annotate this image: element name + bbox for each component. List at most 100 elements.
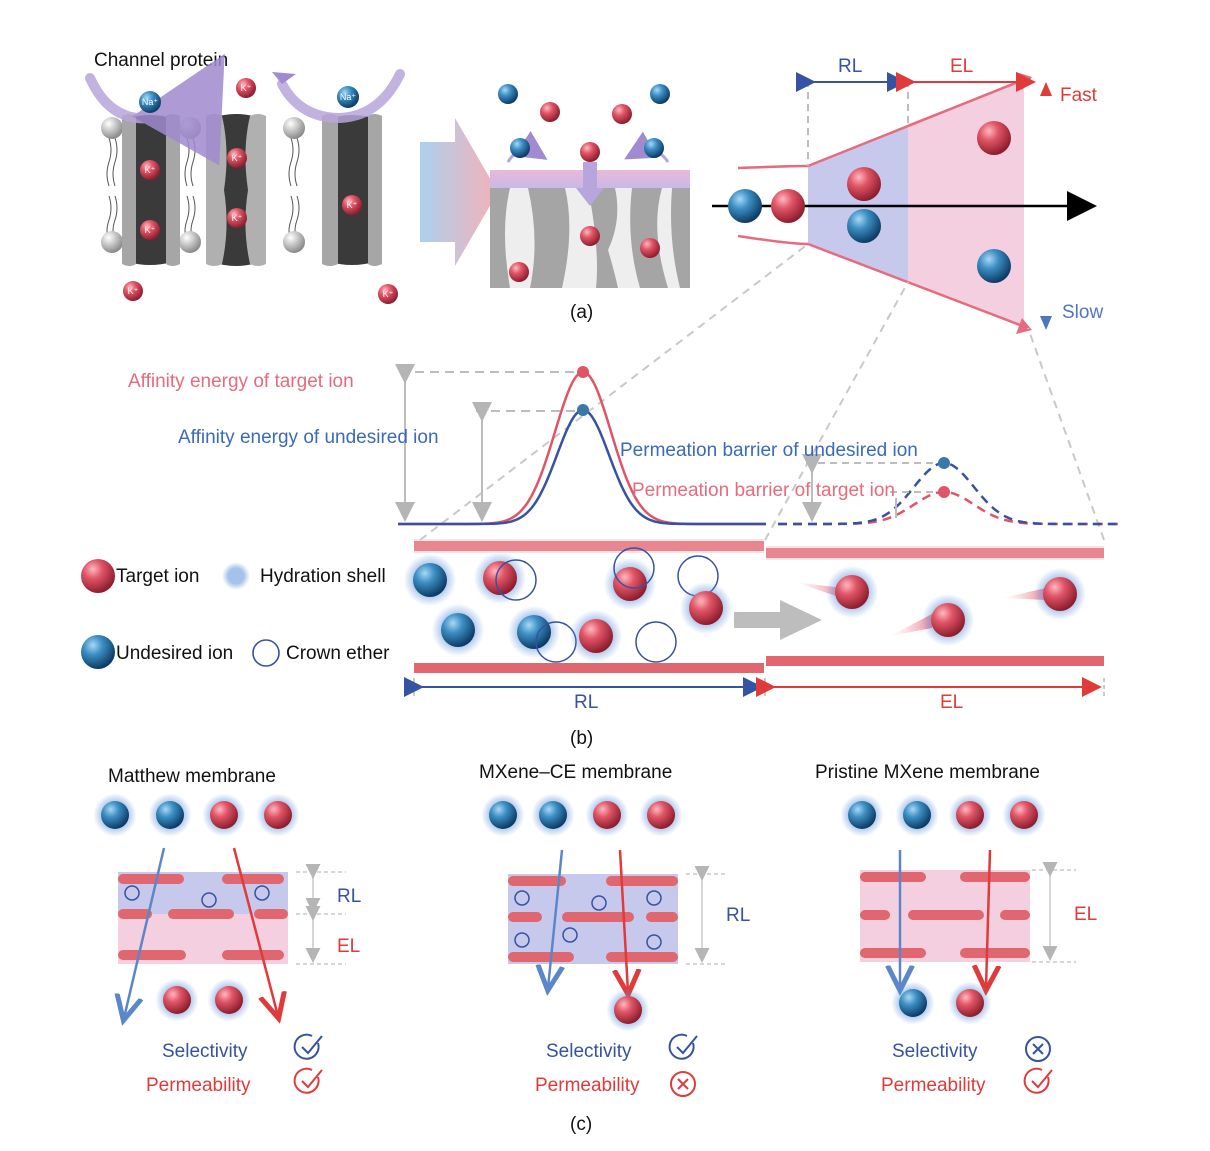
channel-el-label: EL (940, 692, 963, 713)
membrane-2-permeability: Permeability (535, 1075, 640, 1096)
svg-text:K⁺: K⁺ (383, 289, 394, 299)
target-ion (569, 609, 623, 663)
membrane-ions (498, 84, 670, 282)
target-ion (640, 238, 660, 258)
target-ion: K⁺ (342, 195, 362, 215)
transition-arrow (420, 118, 498, 266)
membrane-2-selectivity-check-icon (668, 1033, 698, 1060)
hydration-shell-icon (222, 562, 250, 590)
affinity-undesired-label: Affinity energy of undesired ion (178, 427, 439, 448)
target-ion (603, 557, 657, 611)
membrane-1-selectivity: Selectivity (162, 1041, 248, 1062)
ion-exit-arrow-2 (277, 69, 405, 124)
slow-label: Slow (1062, 302, 1103, 323)
svg-text:K⁺: K⁺ (145, 225, 156, 235)
panel-a: Channel protein Na⁺K⁺Na⁺K⁺K⁺K⁺K⁺K⁺K⁺K⁺ (85, 50, 1103, 334)
legend-hydration-shell: Hydration shell (260, 566, 386, 587)
rl-bottom-wall (414, 663, 764, 673)
channel-ions (403, 547, 1087, 663)
el-bottom-wall (766, 656, 1104, 666)
channel-rl-label: RL (574, 692, 598, 713)
target-ion: K⁺ (140, 220, 160, 240)
panel-c: Matthew membrane MXene–CE membrane Prist… (93, 762, 1097, 1135)
undesired-ion (895, 793, 939, 837)
target-ion (948, 981, 992, 1025)
target-ion (81, 559, 115, 593)
undesired-ion (93, 793, 137, 837)
funnel-el-label: EL (950, 56, 973, 77)
undesired-ion (644, 138, 664, 158)
legend-undesired-ion: Undesired ion (116, 643, 233, 664)
zoom-line-left (419, 243, 809, 541)
panel-a-ions: Na⁺K⁺Na⁺K⁺K⁺K⁺K⁺K⁺K⁺K⁺ (123, 78, 398, 304)
membrane-3-title: Pristine MXene membrane (815, 762, 1040, 783)
crown-ether-icon (252, 639, 280, 667)
target-ion (679, 581, 733, 635)
undesired-ion: Na⁺ (139, 91, 161, 113)
undesired-ion: Na⁺ (337, 86, 359, 108)
target-ion: K⁺ (227, 148, 247, 168)
membrane-2-selectivity: Selectivity (546, 1041, 632, 1062)
target-ion (639, 793, 683, 837)
undesired-ion (531, 793, 575, 837)
undesired-ion (403, 553, 457, 607)
undesired-peak-marker (577, 404, 589, 416)
membrane-1-title: Matthew membrane (108, 766, 276, 787)
undesired-ion (840, 793, 884, 837)
target-ion: K⁺ (227, 208, 247, 228)
undesired-ion (510, 138, 530, 158)
undesired-ion (507, 605, 561, 659)
membrane-1-permeability-check-icon (293, 1067, 323, 1094)
target-barrier-marker (938, 486, 950, 498)
target-ion: K⁺ (236, 78, 256, 98)
target-ion (202, 793, 246, 837)
target-ion (509, 262, 529, 282)
target-ion (580, 226, 600, 246)
target-ion (540, 102, 560, 122)
barrier-target-label: Permeation barrier of target ion (632, 480, 895, 501)
ion-exit-arrow-1 (85, 53, 225, 166)
crown-ether (495, 559, 537, 601)
svg-text:K⁺: K⁺ (232, 213, 243, 223)
undesired-ion (650, 84, 670, 104)
legend-target-ion: Target ion (116, 566, 199, 587)
target-ion: K⁺ (378, 284, 398, 304)
undesired-ion (148, 793, 192, 837)
affinity-target-label: Affinity energy of target ion (128, 371, 354, 392)
undesired-ion (977, 249, 1011, 283)
target-peak-marker (577, 366, 589, 378)
membrane-1-permeability: Permeability (146, 1075, 251, 1096)
panel-b: Affinity energy of target ion Affinity e… (81, 243, 1118, 749)
target-ion (1033, 567, 1087, 621)
target-ion (207, 978, 251, 1022)
target-ion (977, 121, 1011, 155)
legend: Target ion Hydration shell Undesired ion… (81, 559, 390, 669)
membrane-3-selectivity: Selectivity (892, 1041, 978, 1062)
barrier-undesired-label: Permeation barrier of undesired ion (620, 440, 918, 461)
channel-protein-label: Channel protein (94, 50, 228, 71)
svg-text:K⁺: K⁺ (128, 286, 139, 296)
membrane-2-diagram (508, 849, 728, 992)
undesired-affinity-curve (398, 408, 766, 526)
funnel-ions (728, 121, 1011, 283)
target-ion (825, 565, 879, 619)
legend-crown-ether: Crown ether (286, 643, 390, 664)
membrane-1-el-label: EL (337, 936, 360, 957)
crown-ether (613, 547, 655, 589)
undesired-ion (431, 603, 485, 657)
target-ion (256, 793, 300, 837)
membrane-3-permeability: Permeability (881, 1075, 986, 1096)
crown-ether (635, 621, 677, 663)
undesired-ion (481, 793, 525, 837)
membrane-2-permeability-cross-icon (670, 1071, 696, 1097)
svg-text:Na⁺: Na⁺ (142, 97, 159, 107)
channel-protein-1 (122, 114, 180, 266)
target-ion (1002, 793, 1046, 837)
zoom-line-right (1027, 327, 1105, 541)
membrane-1-rl-label: RL (337, 886, 361, 907)
svg-text:K⁺: K⁺ (347, 200, 358, 210)
undesired-ion (498, 84, 518, 104)
channel-protein-3 (322, 114, 382, 266)
